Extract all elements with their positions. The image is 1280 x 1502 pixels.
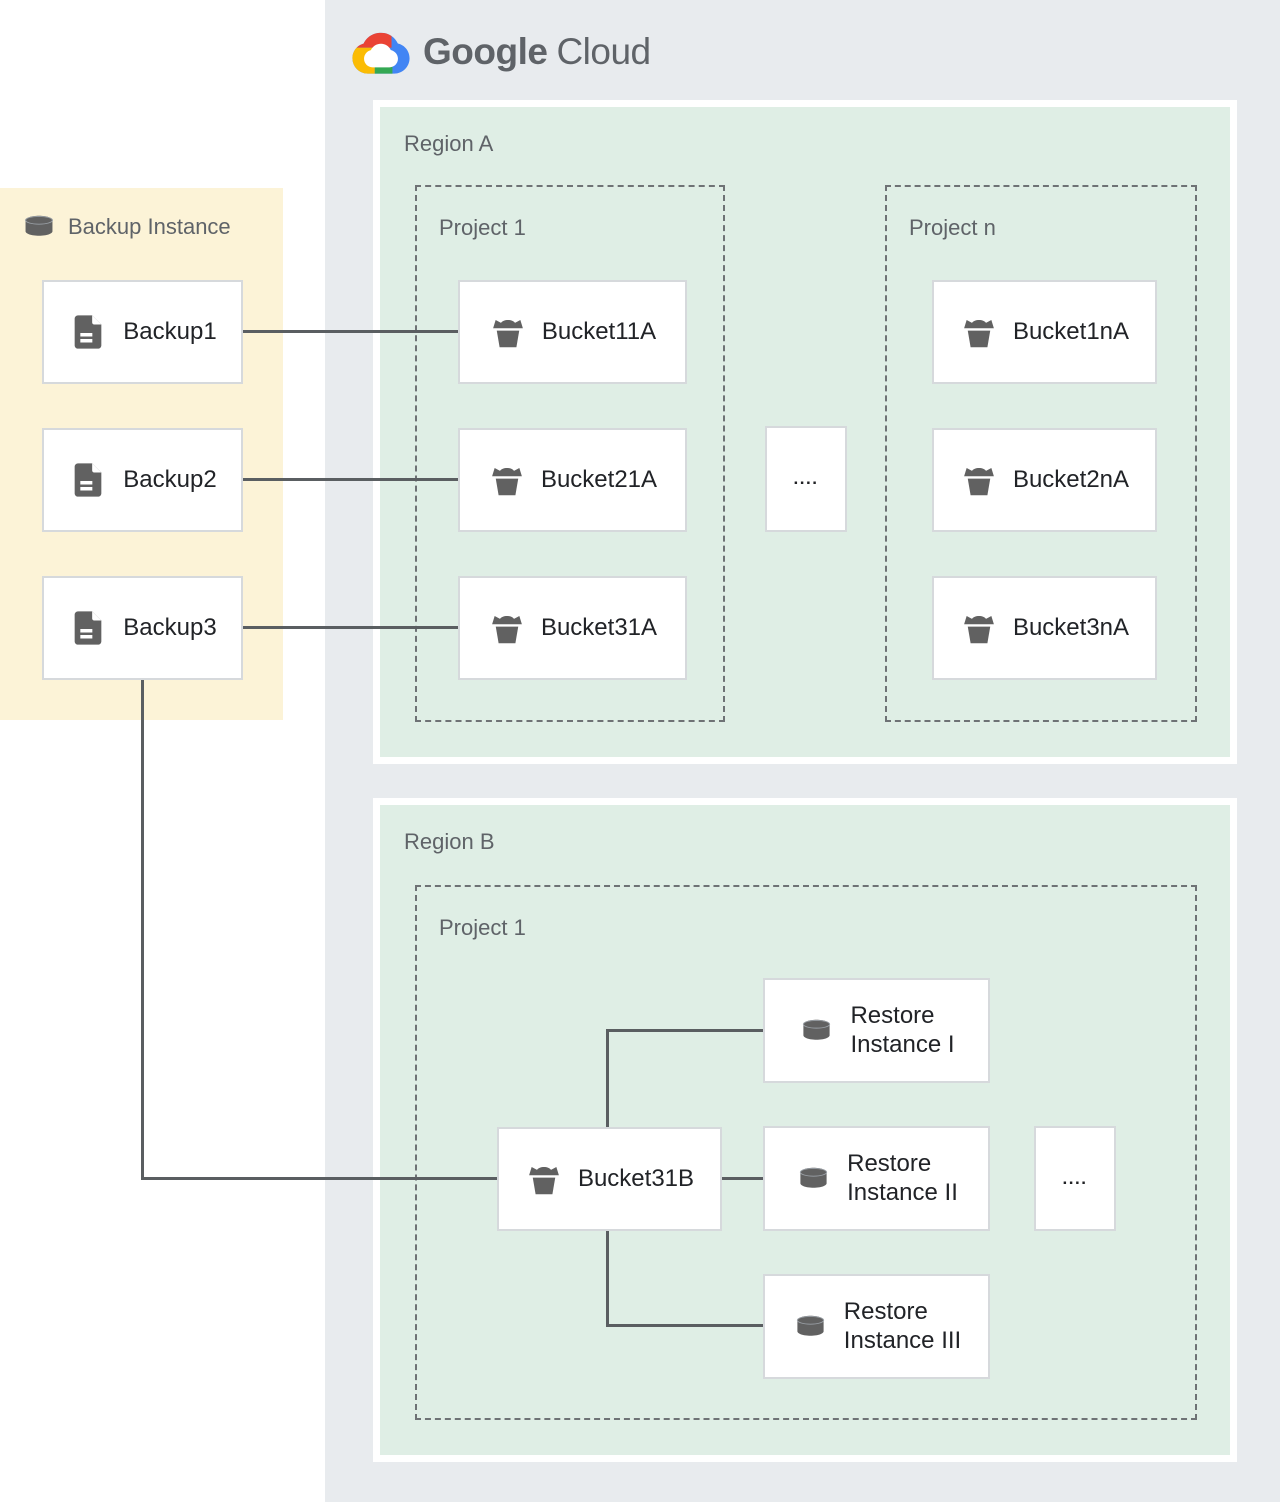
connector-backup3-down [141, 680, 144, 1180]
connector-backup1-bucket11a [243, 330, 458, 333]
bucket11a-node: Bucket11A [458, 280, 687, 384]
connector-bucket31b-restore1 [606, 1029, 763, 1032]
connector-bucket31b-up [606, 1029, 609, 1127]
region-b-label: Region B [404, 829, 495, 854]
restore-2-line1: Restore [847, 1150, 932, 1178]
restore-3-line2: Instance III [843, 1326, 962, 1354]
region-b-project-1: Project 1 [415, 885, 1197, 1420]
region-b-ellipsis-node: .... [1034, 1126, 1116, 1231]
connector-backup3-bucket31b [141, 1177, 497, 1180]
backup1-node: Backup1 [42, 280, 243, 384]
restore-1-line1: Restore [850, 1002, 935, 1030]
bucket31a-node: Bucket31A [458, 576, 687, 680]
file-icon [68, 312, 108, 352]
google-cloud-icon [352, 32, 410, 74]
bucket21a-node: Bucket21A [458, 428, 687, 532]
restore-2-line2: Instance II [847, 1178, 958, 1206]
restore-1-line2: Instance I [850, 1030, 955, 1058]
restore-3-line1: Restore [843, 1298, 928, 1326]
bucket-icon [960, 313, 998, 351]
region-b-ellipsis-text: .... [1062, 1168, 1088, 1188]
bucket21a-label: Bucket21A [540, 466, 658, 493]
database-icon [20, 212, 58, 242]
bucket-icon [960, 609, 998, 647]
logo-google-text: Google [423, 31, 548, 72]
connector-backup2-bucket21a [243, 478, 458, 481]
backup-instance-label: Backup Instance [68, 214, 231, 239]
bucket-icon [488, 461, 526, 499]
backup2-label: Backup2 [123, 466, 217, 493]
database-icon [792, 1312, 829, 1342]
connector-bucket31b-restore3 [606, 1324, 763, 1327]
bucket31b-label: Bucket31B [577, 1165, 695, 1192]
bucket31b-node: Bucket31B [497, 1127, 722, 1231]
bucket2na-node: Bucket2nA [932, 428, 1157, 532]
bucket-icon [525, 1160, 563, 1198]
backup2-node: Backup2 [42, 428, 243, 532]
connector-backup3-bucket31a [243, 626, 458, 629]
file-icon [68, 460, 108, 500]
database-icon [795, 1164, 832, 1194]
file-icon [68, 608, 108, 648]
region-a-project-1-label: Project 1 [439, 215, 526, 240]
region-a-project-n-label: Project n [909, 215, 996, 240]
backup3-node: Backup3 [42, 576, 243, 680]
bucket-icon [489, 313, 527, 351]
logo-cloud-text: Cloud [556, 31, 651, 72]
region-a-ellipsis-node: .... [765, 426, 847, 532]
bucket3na-label: Bucket3nA [1012, 614, 1130, 641]
bucket11a-label: Bucket11A [541, 318, 657, 345]
bucket-icon [960, 461, 998, 499]
backup3-label: Backup3 [123, 614, 217, 641]
database-icon [798, 1016, 835, 1046]
bucket1na-node: Bucket1nA [932, 280, 1157, 384]
bucket31a-label: Bucket31A [540, 614, 658, 641]
backup1-label: Backup1 [123, 318, 217, 345]
region-a-label: Region A [404, 131, 494, 156]
connector-bucket31b-down [606, 1231, 609, 1327]
bucket3na-node: Bucket3nA [932, 576, 1157, 680]
backup-instance-header: Backup Instance [20, 212, 231, 242]
bucket1na-label: Bucket1nA [1012, 318, 1130, 345]
bucket2na-label: Bucket2nA [1012, 466, 1130, 493]
connector-bucket31b-restore2 [722, 1177, 763, 1180]
bucket-icon [488, 609, 526, 647]
region-b-project-1-label: Project 1 [439, 915, 526, 940]
region-a-project-1: Project 1 [415, 185, 725, 722]
region-a-project-n: Project n [885, 185, 1197, 722]
region-a-ellipsis-text: .... [793, 469, 819, 488]
